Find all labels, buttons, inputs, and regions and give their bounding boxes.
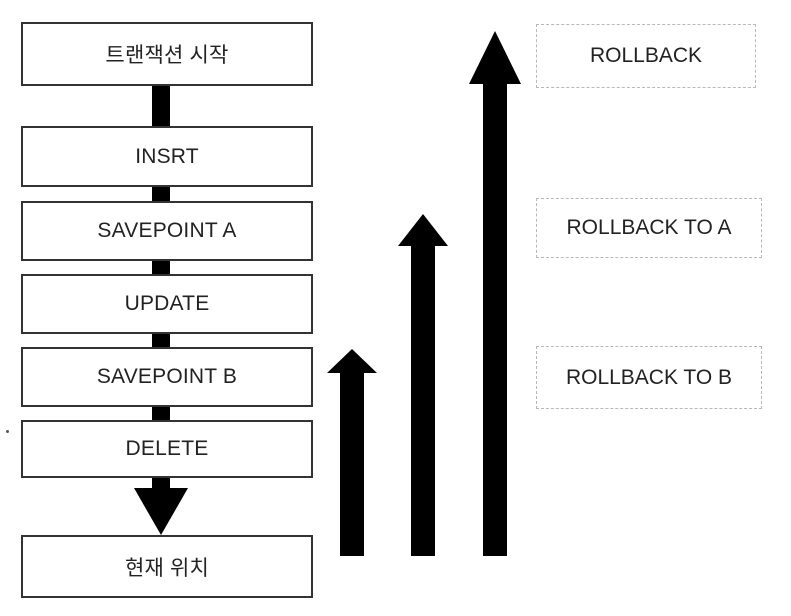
- rollback-label: ROLLBACK: [536, 24, 756, 88]
- step-insert: INSRT: [21, 126, 313, 187]
- rollback-to-b-label: ROLLBACK TO B: [536, 346, 762, 409]
- stray-dot: [6, 430, 9, 433]
- step-savepoint-b: SAVEPOINT B: [21, 347, 313, 407]
- rollback-to-a-label: ROLLBACK TO A: [536, 198, 762, 258]
- step-update: UPDATE: [21, 274, 313, 334]
- down-arrow-icon: [134, 478, 188, 535]
- rollback-to-a-arrow-icon: [398, 214, 448, 556]
- step-delete: DELETE: [21, 420, 313, 478]
- step-current-position: 현재 위치: [21, 535, 313, 598]
- rollback-arrow-icon: [469, 31, 521, 556]
- step-transaction-start: 트랜잭션 시작: [21, 22, 313, 86]
- connector-savepoint-b-delete: [152, 407, 170, 420]
- connector-start-insert: [152, 86, 170, 126]
- connector-insert-savepoint-a: [152, 187, 170, 201]
- connector-update-savepoint-b: [152, 334, 170, 347]
- connector-savepoint-a-update: [152, 261, 170, 274]
- step-savepoint-a: SAVEPOINT A: [21, 201, 313, 261]
- rollback-to-b-arrow-icon: [327, 349, 377, 556]
